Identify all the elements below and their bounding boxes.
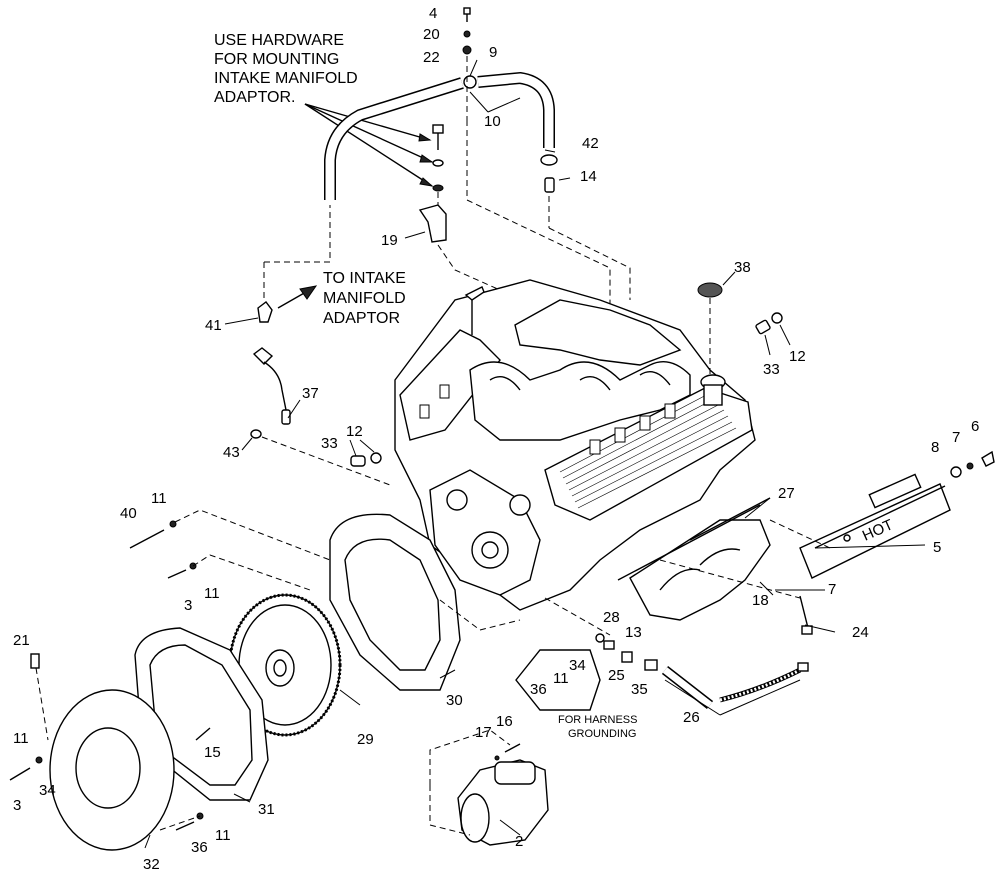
starter-motor: [457, 759, 549, 846]
callout-12-right: 12: [789, 348, 806, 365]
callout-25: 25: [608, 667, 625, 684]
callout-27: 27: [778, 485, 795, 502]
grounding-hardware-tray: [515, 649, 601, 711]
callout-leaders: [144, 59, 926, 849]
intake-note: TO INTAKE MANIFOLD ADAPTOR: [323, 270, 406, 327]
callout-24: 24: [852, 624, 869, 641]
grounding-note-line-2: GROUNDING: [568, 728, 636, 740]
callout-7-bottom: 7: [828, 581, 836, 598]
callout-4: 4: [429, 5, 437, 22]
vacuum-hose: [324, 71, 555, 200]
callout-14: 14: [580, 168, 597, 185]
callout-15: 15: [204, 744, 221, 761]
sensor-left: [250, 429, 391, 486]
exhaust-manifold: [617, 497, 771, 621]
callout-34-b: 34: [39, 782, 56, 799]
sensor-right: [755, 312, 783, 335]
callout-33-left: 33: [321, 435, 338, 452]
routing-lines-bottom: [35, 509, 831, 836]
callout-43: 43: [223, 444, 240, 461]
callout-26: 26: [683, 709, 700, 726]
bracket-hardware: [418, 124, 447, 243]
callout-11-e: 11: [215, 827, 231, 844]
hardware-note: USE HARDWARE FOR MOUNTING INTAKE MANIFOL…: [214, 32, 358, 106]
intake-note-line-1: TO INTAKE: [323, 270, 406, 287]
callout-9: 9: [489, 44, 497, 61]
grounding-note: FOR HARNESS GROUNDING: [558, 714, 637, 740]
callout-12-left: 12: [346, 423, 363, 440]
callout-13: 13: [625, 624, 642, 641]
callout-28: 28: [603, 609, 620, 626]
callout-36-b: 36: [191, 839, 208, 856]
engine-block: [394, 279, 756, 611]
shield-fasteners: [950, 450, 995, 478]
intake-note-line-2: MANIFOLD: [323, 290, 406, 307]
callout-32: 32: [143, 856, 160, 873]
check-valve: [540, 154, 558, 228]
callout-16: 16: [496, 713, 513, 730]
top-fasteners: [462, 7, 472, 120]
hardware-note-line-4: ADAPTOR.: [214, 89, 296, 106]
sensor-harness: [252, 347, 291, 425]
callout-19: 19: [381, 232, 398, 249]
callout-2: 2: [515, 833, 523, 850]
hardware-note-leaders: [304, 103, 434, 187]
callout-17: 17: [475, 724, 492, 741]
heat-shield: HOT: [799, 473, 951, 579]
callout-3-b: 3: [13, 797, 21, 814]
callout-38: 38: [734, 259, 751, 276]
routing-lines-top: [264, 120, 631, 310]
drain-hose: [661, 662, 809, 709]
flywheel-housing: [329, 513, 461, 691]
intake-fitting: [257, 262, 273, 323]
callout-21: 21: [13, 632, 30, 649]
callout-11-a: 11: [151, 490, 167, 507]
callout-11-d: 11: [13, 730, 29, 747]
engine-cap: [697, 282, 723, 375]
cover-plate: [49, 689, 175, 851]
callout-20: 20: [423, 26, 440, 43]
callout-40: 40: [120, 505, 137, 522]
callout-3-a: 3: [184, 597, 192, 614]
callout-8: 8: [931, 439, 939, 456]
manifold-bolt: [799, 595, 813, 635]
intake-arrow: [277, 285, 318, 309]
hardware-note-line-1: USE HARDWARE: [214, 32, 344, 49]
intake-note-line-3: ADAPTOR: [323, 310, 400, 327]
callout-11-b: 11: [204, 585, 220, 602]
callout-29: 29: [357, 731, 374, 748]
callout-42: 42: [582, 135, 599, 152]
hardware-note-line-3: INTAKE MANIFOLD: [214, 70, 358, 87]
drain-fittings: [595, 633, 658, 671]
assorted-bolts: [9, 520, 521, 831]
callout-35: 35: [631, 681, 648, 698]
hardware-note-line-2: FOR MOUNTING: [214, 51, 339, 68]
grounding-note-line-1: FOR HARNESS: [558, 714, 637, 726]
callout-11-c: 11: [553, 670, 569, 687]
callout-34-a: 34: [569, 657, 586, 674]
callout-31: 31: [258, 801, 275, 818]
callout-7-top: 7: [952, 429, 960, 446]
callout-18: 18: [752, 592, 769, 609]
callout-5: 5: [933, 539, 941, 556]
callout-33-right: 33: [763, 361, 780, 378]
callout-6: 6: [971, 418, 979, 435]
callout-41: 41: [205, 317, 222, 334]
callout-10: 10: [484, 113, 501, 130]
callout-36-a: 36: [530, 681, 547, 698]
callout-22: 22: [423, 49, 440, 66]
callout-30: 30: [446, 692, 463, 709]
callout-37: 37: [302, 385, 319, 402]
callout-labels: 4 20 22 9 10 42 14 19 38 41 12 33 37 43 …: [13, 5, 979, 873]
